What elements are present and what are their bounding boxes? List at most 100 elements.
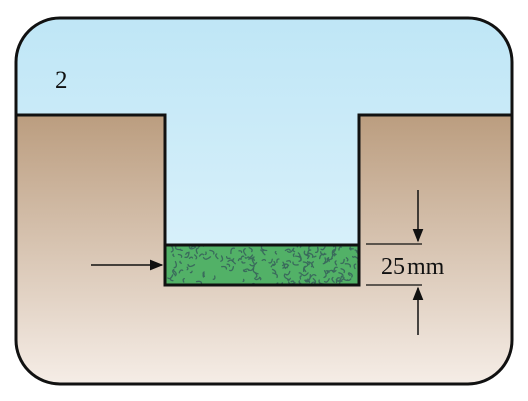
speckle-mark — [299, 275, 303, 280]
speckle-mark — [298, 272, 302, 275]
speckle-mark — [306, 260, 310, 266]
bedding-layer-fill — [165, 245, 359, 285]
speckle-mark — [202, 256, 212, 260]
speckle-mark — [331, 246, 337, 253]
speckle-mark — [323, 270, 327, 279]
speckle-mark — [226, 263, 231, 267]
speckle-mark — [301, 272, 309, 277]
speckle-mark — [237, 258, 242, 262]
speckle-mark — [172, 268, 176, 276]
speckle-mark — [179, 248, 183, 252]
speckle-mark — [249, 262, 258, 267]
speckle-mark — [174, 246, 181, 251]
speckle-mark — [332, 251, 336, 257]
speckle-mark — [177, 253, 183, 258]
speckle-mark — [306, 253, 310, 260]
speckle-mark — [179, 260, 183, 264]
speckle-mark — [254, 272, 258, 278]
speckle-mark — [311, 281, 316, 284]
speckle-mark — [251, 256, 255, 265]
speckle-mark — [320, 246, 326, 251]
speckle-mark — [345, 257, 349, 262]
speckle-mark — [187, 263, 196, 268]
speckle-mark — [195, 280, 203, 285]
speckle-mark — [284, 266, 288, 270]
speckle-mark — [252, 268, 259, 275]
speckle-mark — [346, 278, 352, 282]
speckle-mark — [307, 249, 312, 256]
speckle-mark — [311, 261, 315, 269]
speckle-mark — [244, 256, 248, 259]
speckle-mark — [172, 253, 175, 257]
dimension-label: 25mm — [381, 254, 445, 280]
speckle-mark — [198, 253, 205, 257]
speckle-mark — [333, 266, 338, 273]
speckle-mark — [351, 255, 356, 258]
speckle-mark — [170, 245, 174, 253]
speckle-mark — [326, 270, 329, 274]
speckle-mark — [173, 260, 178, 269]
speckle-mark — [348, 272, 353, 278]
speckle-mark — [242, 248, 247, 256]
speckle-mark — [340, 258, 345, 265]
speckle-mark — [242, 278, 245, 282]
speckle-mark — [287, 277, 291, 281]
speckle-mark — [343, 276, 348, 282]
speckle-mark — [178, 269, 184, 274]
speckle-mark — [247, 254, 254, 259]
speckle-mark — [322, 257, 327, 265]
speckle-mark — [247, 257, 255, 262]
speckle-mark — [338, 246, 342, 251]
speckle-mark — [248, 247, 253, 253]
speckle-mark — [272, 272, 278, 279]
speckle-mark — [282, 261, 286, 269]
speckle-mark — [241, 261, 246, 264]
speckle-mark — [283, 273, 290, 280]
speckle-mark — [184, 251, 190, 259]
speckle-mark — [254, 277, 261, 281]
speckle-mark — [331, 269, 337, 273]
speckle-mark — [349, 247, 352, 251]
thickness-dimension: 25mm — [366, 190, 445, 335]
speckle-mark — [353, 263, 357, 270]
bedding-layer — [163, 243, 361, 287]
speckle-mark — [212, 275, 216, 280]
speckle-mark — [284, 248, 291, 252]
speckle-mark — [325, 270, 330, 273]
speckle-mark — [326, 257, 333, 261]
speckle-mark — [261, 258, 267, 262]
speckle-mark — [238, 250, 243, 254]
speckle-mark — [260, 245, 268, 252]
speckle-mark — [232, 258, 236, 265]
speckle-mark — [229, 266, 235, 272]
speckle-mark — [248, 265, 255, 272]
speckle-mark — [193, 254, 198, 260]
speckle-mark — [323, 278, 330, 283]
speckle-mark — [285, 270, 291, 276]
speckle-mark — [274, 250, 278, 255]
speckle-mark — [307, 252, 314, 258]
speckle-mark — [331, 276, 335, 283]
speckle-mark — [215, 253, 219, 260]
speckle-mark — [298, 280, 302, 285]
dimension-unit: mm — [407, 254, 445, 280]
dimension-value: 25 — [381, 254, 405, 280]
speckle-mark — [335, 277, 341, 284]
speckle-mark — [268, 258, 273, 264]
bedding-layer-outline — [163, 243, 361, 287]
speckle-mark — [186, 266, 189, 271]
speckle-mark — [202, 271, 206, 277]
bedding-speckle-texture — [165, 245, 359, 285]
soil-cross-section — [16, 115, 512, 384]
speckle-mark — [230, 247, 236, 255]
speckle-mark — [334, 260, 338, 266]
speckle-mark — [292, 261, 299, 266]
speckle-mark — [303, 266, 307, 273]
speckle-mark — [320, 251, 327, 256]
speckle-mark — [340, 268, 346, 274]
speckle-mark — [290, 280, 295, 283]
speckle-mark — [286, 260, 292, 263]
speckle-mark — [221, 265, 228, 270]
speckle-mark — [260, 249, 264, 252]
